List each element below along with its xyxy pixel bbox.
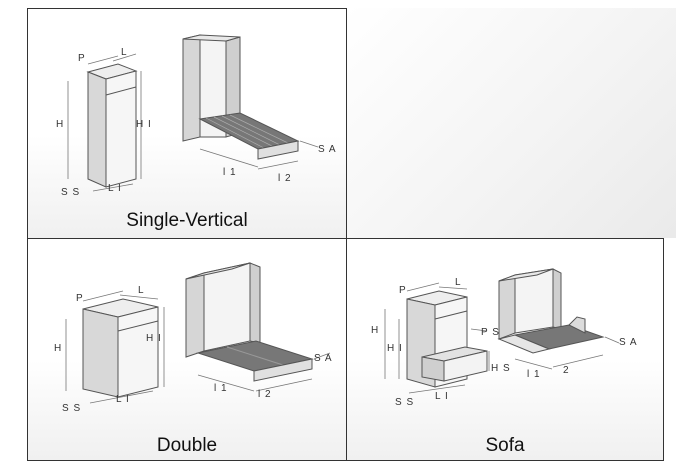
label-li: L I (108, 183, 122, 194)
label-sa: S A (314, 353, 333, 364)
label-l1: l 1 (214, 383, 228, 394)
caption-sofa: Sofa (485, 435, 525, 456)
label-li: L I (435, 391, 449, 402)
open-bed (182, 34, 300, 160)
label-li: L I (116, 394, 130, 405)
label-sa: S A (318, 144, 337, 155)
closed-cabinet-with-sofa (406, 290, 488, 388)
label-p: P (399, 285, 407, 296)
label-sa: S A (619, 337, 638, 348)
sofa-diagram: P L H H I P S H S S S L I S A l 1 2 (371, 268, 638, 408)
panel-sofa: P L H H I P S H S S S L I S A l 1 2 Sofa (346, 238, 664, 461)
single-vertical-diagram: P L H H I S S L I S A l 1 l 2 (56, 34, 337, 198)
label-l: L (138, 285, 145, 296)
dimension-lines (67, 53, 142, 192)
label-hi: H I (146, 333, 162, 344)
empty-background-area (346, 8, 676, 238)
panel-backdrop (347, 239, 663, 460)
caption-single-vertical: Single-Vertical (126, 210, 248, 231)
label-h: H (371, 325, 379, 336)
panel-single-vertical: P L H H I S S L I S A l 1 l 2 (27, 8, 347, 239)
label-ps: P S (481, 327, 500, 338)
label-h: H (56, 119, 64, 130)
dimension-lines (384, 282, 490, 394)
label-l: L (121, 47, 128, 58)
label-hi: H I (387, 343, 403, 354)
double-diagram: P L H H I S S L I S A l 1 l 2 (54, 262, 333, 414)
label-l1: l 1 (223, 167, 237, 178)
label-p: P (78, 53, 86, 64)
label-ss: S S (61, 187, 80, 198)
closed-cabinet (86, 63, 138, 188)
label-p: P (76, 293, 84, 304)
label-l2: l 2 (258, 389, 272, 400)
label-l1: l 1 (527, 369, 541, 380)
label-hi: H I (136, 119, 152, 130)
label-l2: 2 (563, 365, 570, 376)
open-bed (185, 262, 314, 382)
label-l2: l 2 (278, 173, 292, 184)
label-ss: S S (395, 397, 414, 408)
label-h: H (54, 343, 62, 354)
label-l: L (455, 277, 462, 288)
panel-double: P L H H I S S L I S A l 1 l 2 Double (27, 238, 347, 461)
dimension-lines (65, 290, 165, 404)
caption-double: Double (156, 435, 218, 456)
open-bed-with-sofa (497, 268, 605, 354)
label-ss: S S (62, 403, 81, 414)
closed-cabinet (82, 298, 159, 398)
label-hs: H S (491, 363, 511, 374)
